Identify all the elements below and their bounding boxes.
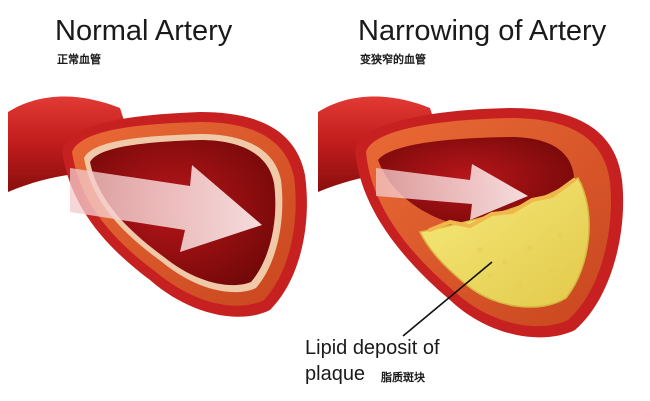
plaque-callout-line2: plaque bbox=[305, 363, 366, 385]
narrowing-artery-subtitle-cn: 变狭窄的血管 bbox=[360, 54, 426, 66]
narrowed-blood-flow-arrow bbox=[376, 164, 528, 220]
callout-pointer-line bbox=[402, 261, 493, 337]
normal-artery-title: Normal Artery bbox=[55, 15, 233, 47]
narrowed-artery bbox=[318, 96, 624, 338]
narrowing-artery-title: Narrowing of Artery bbox=[358, 15, 607, 47]
plaque-texture bbox=[477, 232, 563, 297]
plaque-edge bbox=[428, 178, 576, 232]
normal-blood-flow-arrow bbox=[70, 165, 262, 252]
normal-artery-subtitle-cn: 正常血管 bbox=[57, 54, 101, 66]
plaque-callout-line1: Lipid deposit of bbox=[305, 337, 440, 359]
plaque-callout-cn: 脂质斑块 bbox=[381, 372, 425, 384]
plaque-deposit bbox=[418, 176, 590, 308]
normal-artery bbox=[8, 96, 307, 317]
